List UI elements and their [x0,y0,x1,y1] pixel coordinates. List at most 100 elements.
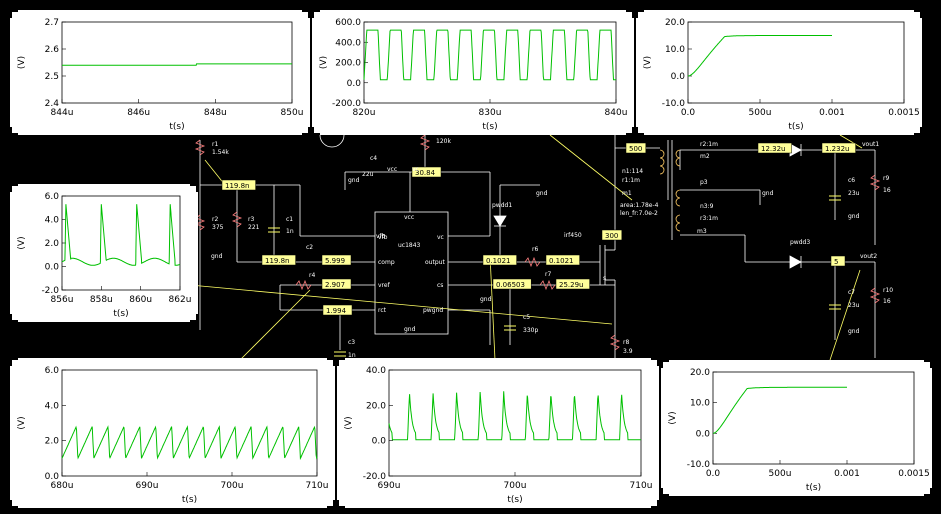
resize-handle[interactable] [312,10,314,18]
component-label: vc [412,166,419,173]
resize-handle[interactable] [196,314,198,322]
component-label: s [603,275,606,282]
resize-handle[interactable] [626,10,634,12]
probe-value-box[interactable] [821,142,856,154]
resize-handle[interactable] [10,133,18,135]
resize-handle[interactable] [661,494,669,496]
probe-value-box[interactable] [221,179,256,191]
resize-handle[interactable] [632,10,634,18]
y-axis-label: (V) [319,56,329,69]
y-tick-label: 0.0 [372,437,387,447]
component-label: len_fr:7.0e-2 [620,210,658,217]
resize-handle[interactable] [327,506,335,508]
resize-handle[interactable] [661,360,669,362]
probe-value-box[interactable] [411,166,442,178]
y-tick-label: 0.0 [696,429,711,439]
probe-value-box[interactable] [830,255,846,267]
resize-handle[interactable] [651,506,659,508]
resize-handle[interactable] [636,133,644,135]
resize-handle[interactable] [10,358,12,366]
probe-value-box[interactable] [555,278,590,290]
resize-handle[interactable] [337,358,339,366]
resize-handle[interactable] [302,133,310,135]
resize-handle[interactable] [302,10,310,12]
resize-handle[interactable] [312,127,314,135]
resize-handle[interactable] [333,358,335,366]
resize-handle[interactable] [327,358,335,360]
resize-handle[interactable] [10,10,12,18]
component-label: r2 [212,216,218,223]
resize-handle[interactable] [920,10,922,18]
component-label: irf450 [564,232,582,239]
probe-value: 300 [605,232,618,240]
resize-handle[interactable] [924,360,932,362]
resize-handle[interactable] [190,184,198,186]
resize-handle[interactable] [190,320,198,322]
resize-handle[interactable] [308,10,310,18]
resize-handle[interactable] [924,494,932,496]
x-tick-label: 830u [479,108,502,118]
probe-value-box[interactable] [321,254,352,266]
probe-value-box[interactable] [321,278,352,290]
probe-value-box[interactable] [625,142,647,154]
resize-handle[interactable] [10,500,12,508]
probe-value-box[interactable] [757,142,792,154]
resize-handle[interactable] [10,358,18,360]
resize-handle[interactable] [920,127,922,135]
resize-handle[interactable] [930,488,932,496]
x-tick-label: 844u [51,108,74,118]
resize-handle[interactable] [651,358,659,360]
probe-value-box[interactable] [492,278,532,290]
resize-handle[interactable] [196,184,198,192]
resize-handle[interactable] [308,127,310,135]
resize-handle[interactable] [914,10,922,12]
resize-handle[interactable] [10,320,18,322]
waveform-trace [688,35,832,77]
resize-handle[interactable] [10,184,12,192]
resize-handle[interactable] [10,506,18,508]
resize-handle[interactable] [312,133,320,135]
resize-handle[interactable] [661,360,663,368]
probe-value: 1.232u [825,145,849,153]
resize-handle[interactable] [337,500,339,508]
resize-handle[interactable] [632,127,634,135]
resize-handle[interactable] [914,133,922,135]
component-label: gnd [480,296,492,303]
probe-value-box[interactable] [322,304,353,316]
resize-handle[interactable] [657,500,659,508]
resize-handle[interactable] [337,506,345,508]
resize-handle[interactable] [626,133,634,135]
component-label: n1:114 [622,168,643,175]
resize-handle[interactable] [10,127,12,135]
y-tick-label: 600.0 [335,18,361,28]
probe-value-box[interactable] [261,254,296,266]
x-tick-label: 710u [306,481,329,491]
resize-handle[interactable] [930,360,932,368]
probe-value: 0.1021 [486,257,511,265]
resize-handle[interactable] [10,10,18,12]
resize-handle[interactable] [661,488,663,496]
resize-handle[interactable] [636,10,644,12]
resize-handle[interactable] [10,314,12,322]
probe-value: 0.06503 [496,281,525,289]
probe-value-box[interactable] [545,254,580,266]
probe-value-box[interactable] [482,254,517,266]
resize-handle[interactable] [10,184,18,186]
resize-handle[interactable] [312,10,320,12]
resize-handle[interactable] [333,500,335,508]
probe-value-box[interactable] [601,229,623,241]
component-label: r1:1m [622,177,640,184]
probe-value: 0.1021 [549,257,574,265]
resize-handle[interactable] [636,127,638,135]
resize-handle[interactable] [636,10,638,18]
resize-handle[interactable] [337,358,345,360]
resize-handle[interactable] [657,358,659,366]
